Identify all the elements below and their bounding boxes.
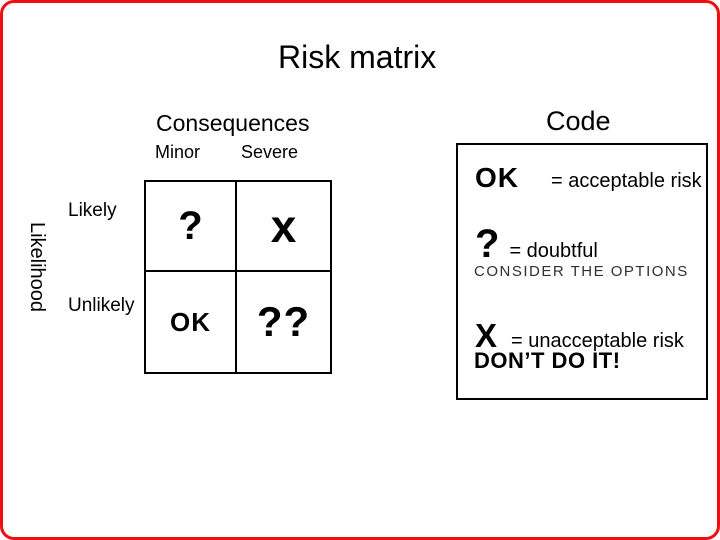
legend-definition-acceptable: = acceptable risk [551, 170, 702, 192]
legend-entry-unacceptable: X = unacceptable risk [475, 319, 684, 352]
column-axis-label: Consequences [156, 110, 310, 136]
row-header-unlikely: Unlikely [68, 295, 135, 316]
legend-entry-doubtful: ? = doubtful [475, 224, 598, 264]
matrix-cell-likely-severe: x [270, 200, 297, 252]
matrix-cell-unlikely-severe: ?? [256, 298, 311, 345]
grid-vertical-divider [235, 182, 237, 372]
slide-title: Risk matrix [278, 39, 437, 75]
matrix-cell-unlikely-minor: OK [170, 307, 211, 337]
legend-symbol-x: X [475, 317, 498, 354]
grid-horizontal-divider [146, 270, 330, 272]
legend-definition-doubtful: = doubtful [509, 240, 598, 262]
legend-note-consider-options: CONSIDER THE OPTIONS [474, 263, 689, 280]
matrix-cell-likely-minor: ? [178, 204, 203, 248]
column-header-minor: Minor [155, 142, 201, 162]
legend-definition-unacceptable: = unacceptable risk [511, 330, 684, 352]
legend-note-dont-do-it: DON’T DO IT! [474, 348, 621, 373]
legend-heading: Code [546, 106, 611, 136]
legend-symbol-question: ? [475, 222, 500, 266]
legend-box: OK = acceptable risk ? = doubtful CONSID… [456, 143, 708, 400]
legend-symbol-ok: OK [475, 162, 519, 193]
legend-entry-acceptable: OK = acceptable risk [475, 164, 702, 192]
row-axis-label: Likelihood [26, 221, 48, 313]
row-header-likely: Likely [68, 200, 117, 221]
risk-matrix-grid: ? x OK ?? [144, 180, 332, 374]
column-header-severe: Severe [241, 142, 299, 162]
